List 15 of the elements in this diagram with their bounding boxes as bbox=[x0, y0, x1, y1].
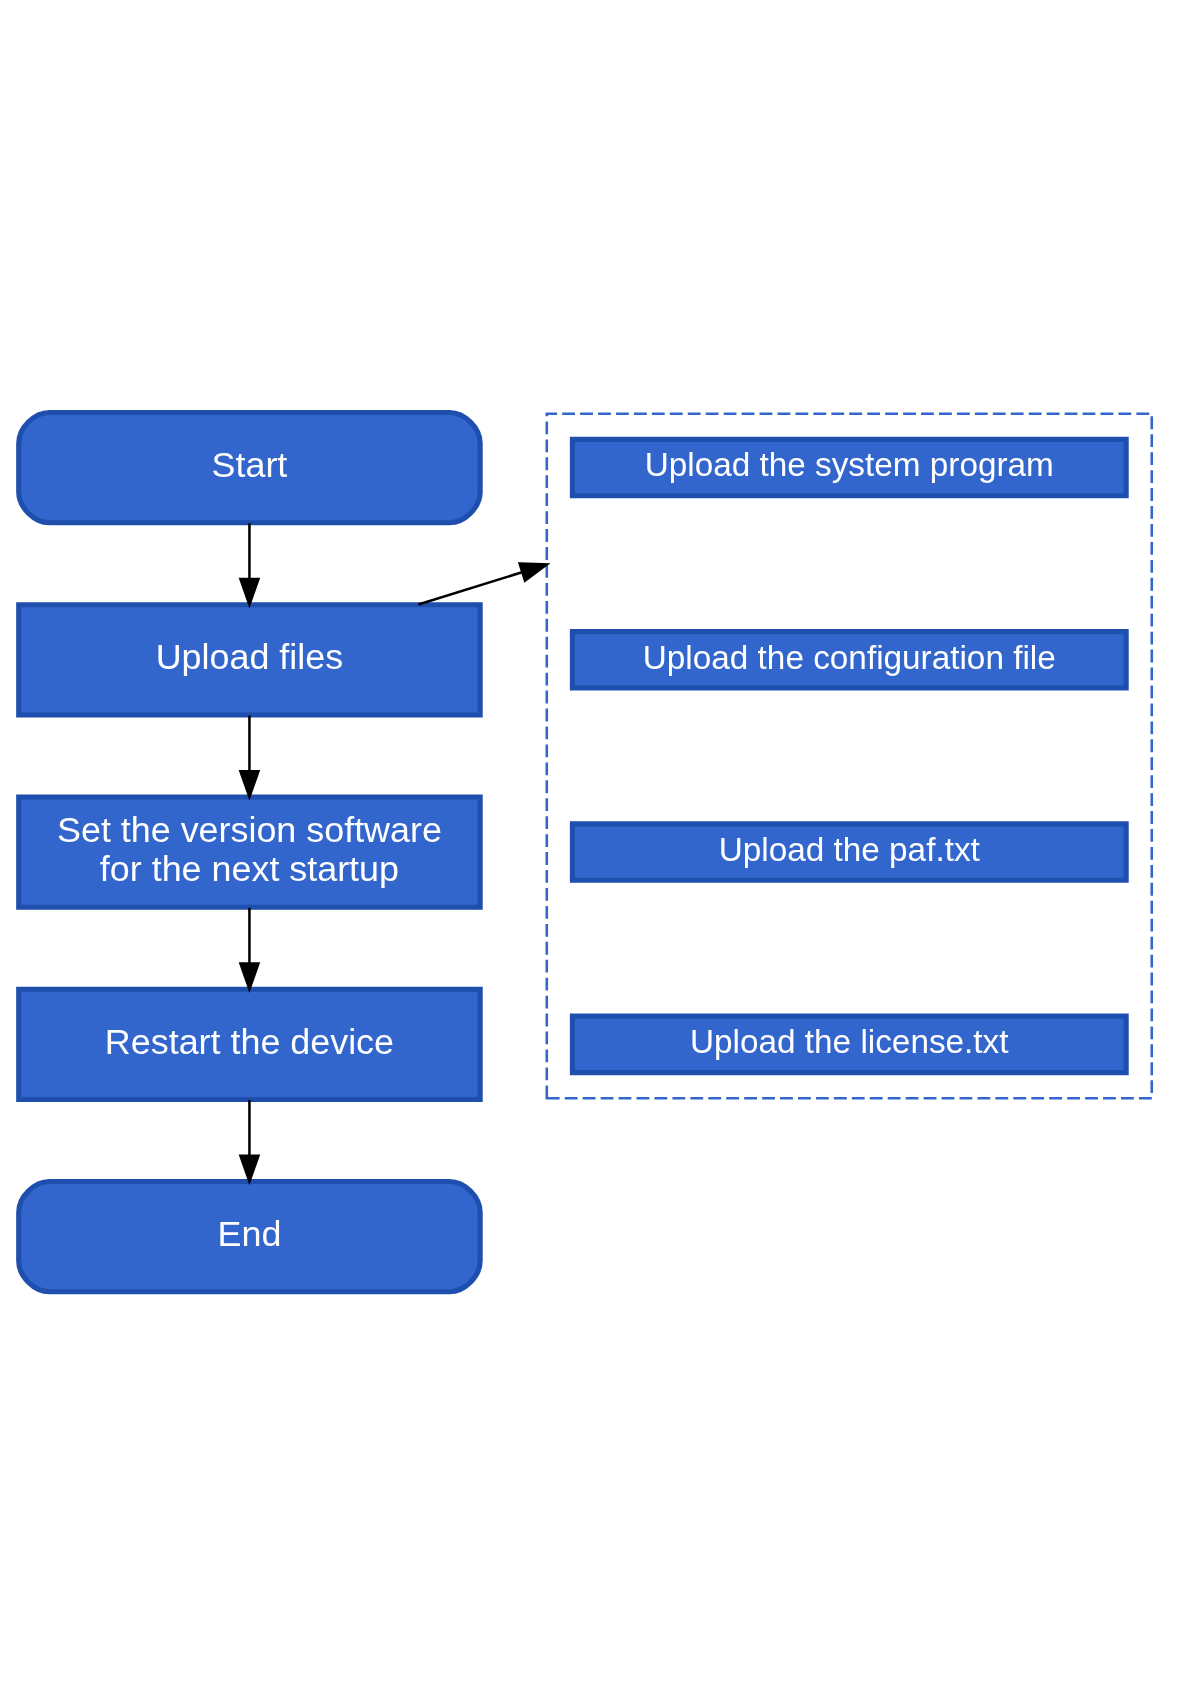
node-box: Upload the license.txt bbox=[569, 1013, 1129, 1075]
node-box: Upload files bbox=[16, 601, 483, 718]
node-box: Start bbox=[16, 409, 483, 525]
node-box: Upload the system program bbox=[569, 436, 1129, 498]
arrow bbox=[238, 907, 261, 993]
node-box: Restart the device bbox=[16, 986, 483, 1102]
node-box: Upload the configuration file bbox=[569, 628, 1129, 691]
cluster bbox=[545, 412, 1154, 1099]
arrow bbox=[238, 522, 261, 609]
arrow bbox=[417, 561, 551, 606]
arrow bbox=[238, 1099, 261, 1185]
node-box: End bbox=[16, 1178, 483, 1294]
node-box: Upload the paf.txt bbox=[569, 820, 1129, 883]
arrow bbox=[238, 715, 261, 801]
node-box: Set the version software for the next startup bbox=[16, 793, 483, 910]
